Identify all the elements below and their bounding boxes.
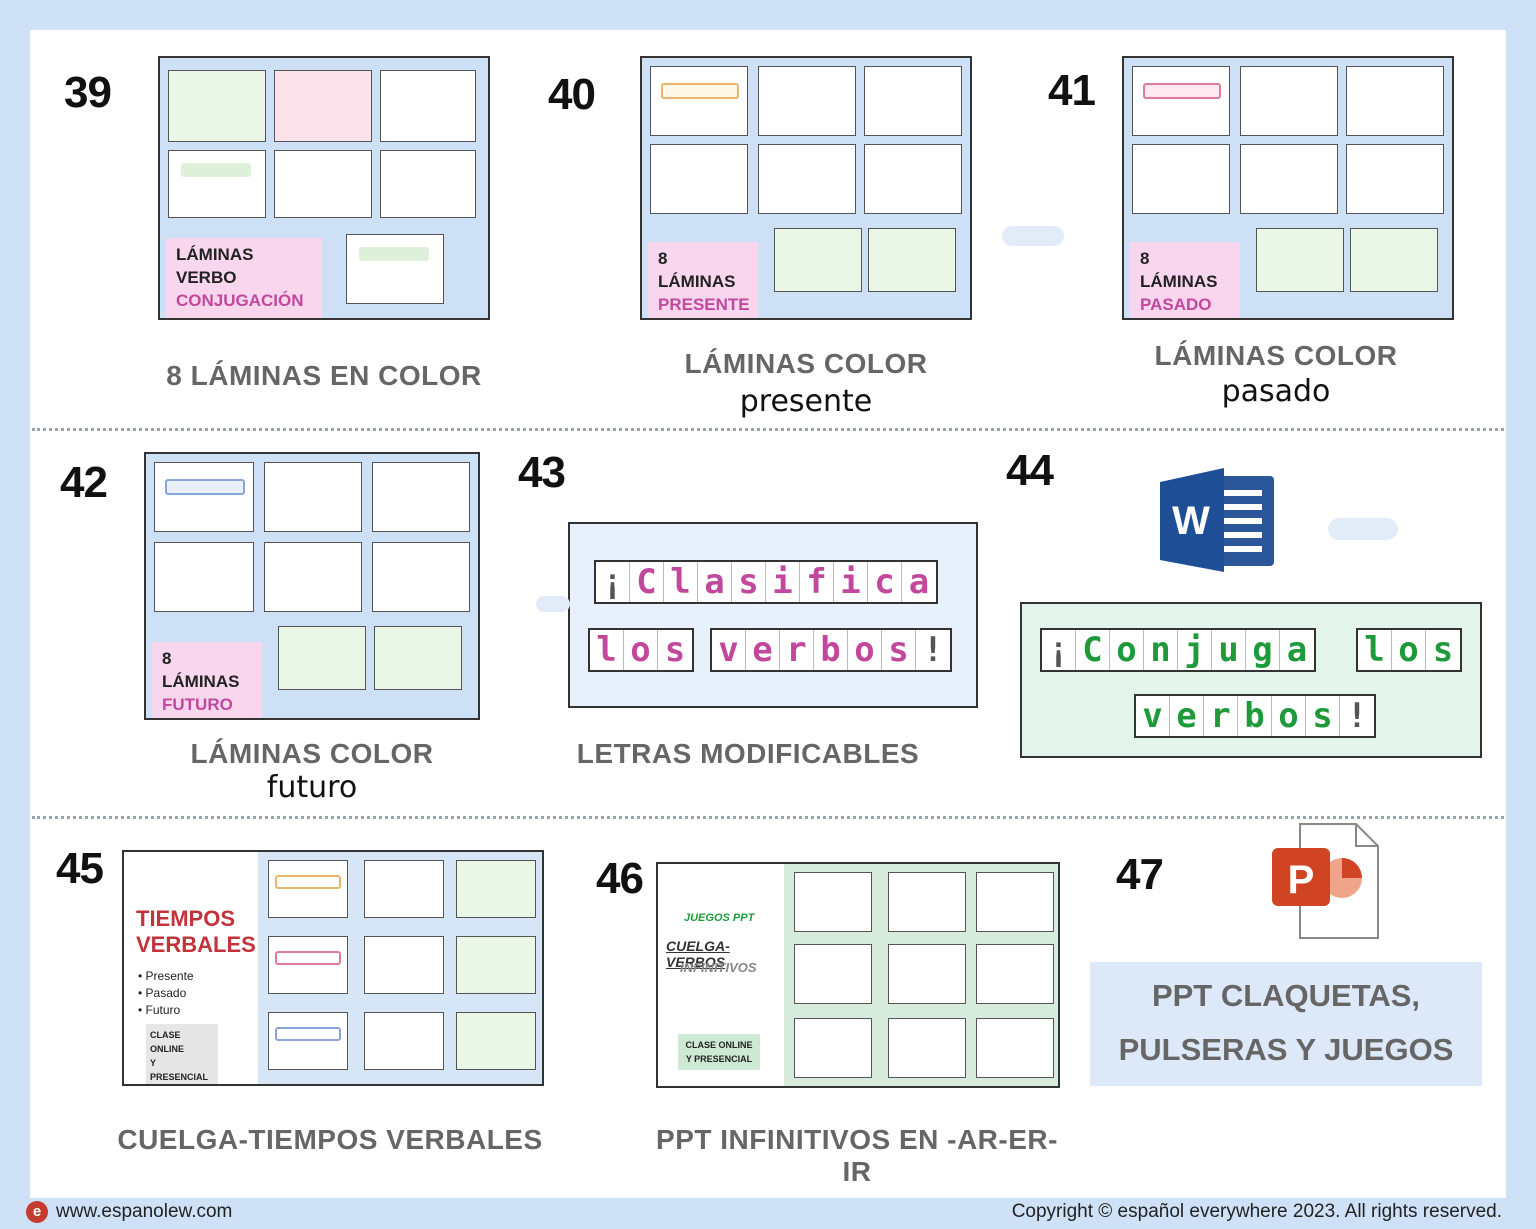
caption-subtitle: pasado bbox=[1221, 374, 1331, 409]
caption: LÁMINAS COLOR bbox=[190, 738, 434, 769]
letter-tile: o bbox=[1110, 630, 1144, 670]
letter-tile: s bbox=[1432, 630, 1454, 670]
letter-tile: v bbox=[1136, 696, 1170, 736]
cloud-decoration bbox=[536, 596, 570, 612]
row-separator bbox=[32, 428, 1504, 431]
item-number: 42 bbox=[60, 458, 108, 507]
caption: PPT INFINITIVOS EN -AR-ER-IR bbox=[656, 1124, 1058, 1187]
thumbnail-42: 8 LÁMINAS FUTURO bbox=[144, 452, 480, 720]
letter-tile: r bbox=[1204, 696, 1238, 736]
logo-icon: e bbox=[26, 1200, 48, 1223]
thumbnail-41: 8 LÁMINAS PASADO bbox=[1122, 56, 1454, 320]
letter-tile: o bbox=[1272, 696, 1306, 736]
letter-tile: s bbox=[664, 630, 686, 670]
cloud-decoration bbox=[1328, 518, 1398, 540]
letter-tile: o bbox=[848, 630, 882, 670]
letter-tile: C bbox=[1076, 630, 1110, 670]
letter-tile: a bbox=[698, 562, 732, 602]
footer-copyright: Copyright © español everywhere 2023. All… bbox=[1011, 1201, 1502, 1222]
letter-tile: c bbox=[868, 562, 902, 602]
letter-tile: a bbox=[1286, 630, 1308, 670]
row-separator bbox=[32, 816, 1504, 819]
bullet-list: • Presente • Pasado • Futuro bbox=[138, 969, 194, 1017]
thumbnail-45: TIEMPOS VERBALES • Presente • Pasado • F… bbox=[122, 850, 544, 1086]
word-icon: W bbox=[1160, 468, 1274, 572]
letter-tile: a bbox=[908, 562, 930, 602]
item-number: 44 bbox=[1006, 446, 1054, 495]
letter-tile: n bbox=[1144, 630, 1178, 670]
letter-tile: l bbox=[590, 630, 624, 670]
caption: LÁMINAS COLOR bbox=[684, 348, 928, 379]
thumbnail-46: JUEGOS PPT CUELGA-VERBOS INFINITIVOS CLA… bbox=[656, 862, 1060, 1088]
letter-tile: l bbox=[664, 562, 698, 602]
caption: CUELGA-TIEMPOS VERBALES bbox=[117, 1124, 543, 1155]
item-number: 47 bbox=[1116, 850, 1164, 899]
letter-tile: C bbox=[630, 562, 664, 602]
badge: 8 LÁMINAS PRESENTE bbox=[648, 242, 758, 318]
letter-tile: g bbox=[1246, 630, 1280, 670]
letter-tile: s bbox=[882, 630, 916, 670]
caption: LETRAS MODIFICABLES bbox=[576, 738, 920, 769]
letter-tile: i bbox=[834, 562, 868, 602]
caption: LÁMINAS COLOR bbox=[1154, 340, 1398, 371]
caption-box-47: PPT CLAQUETAS, PULSERAS Y JUEGOS bbox=[1090, 962, 1482, 1086]
letter-tile: j bbox=[1178, 630, 1212, 670]
letter-tile: s bbox=[1306, 696, 1340, 736]
svg-text:P: P bbox=[1288, 858, 1315, 902]
item-number: 43 bbox=[518, 448, 566, 497]
letter-tile: o bbox=[1392, 630, 1426, 670]
letter-tile: ! bbox=[1346, 696, 1368, 736]
letter-tile: o bbox=[624, 630, 658, 670]
item-number: 46 bbox=[596, 854, 644, 903]
letter-tile: l bbox=[1358, 630, 1392, 670]
letter-tile: ¡ bbox=[1042, 630, 1076, 670]
letter-tile: u bbox=[1212, 630, 1246, 670]
letter-tile: e bbox=[746, 630, 780, 670]
badge: LÁMINAS VERBO CONJUGACIÓN bbox=[166, 238, 322, 318]
cloud-decoration bbox=[1002, 226, 1064, 246]
badge: 8 LÁMINAS FUTURO bbox=[152, 642, 262, 718]
item-number: 41 bbox=[1048, 66, 1096, 115]
letter-tile: v bbox=[712, 630, 746, 670]
caption-subtitle: futuro bbox=[266, 770, 358, 805]
item-number: 39 bbox=[64, 68, 112, 117]
letter-tile: ¡ bbox=[596, 562, 630, 602]
letter-tile: f bbox=[800, 562, 834, 602]
thumbnail-40: 8 LÁMINAS PRESENTE bbox=[640, 56, 972, 320]
powerpoint-icon: P bbox=[1272, 823, 1379, 939]
caption: 8 LÁMINAS EN COLOR bbox=[166, 360, 482, 391]
letter-tile: ! bbox=[922, 630, 944, 670]
letter-tile: b bbox=[814, 630, 848, 670]
item-number: 40 bbox=[548, 70, 596, 119]
letter-tile: r bbox=[780, 630, 814, 670]
letter-tile: e bbox=[1170, 696, 1204, 736]
letter-tile: b bbox=[1238, 696, 1272, 736]
item-number: 45 bbox=[56, 844, 104, 893]
svg-text:W: W bbox=[1172, 499, 1210, 543]
catalog-page: 39 LÁMINAS VERBO CONJUGACIÓN 8 LÁMINAS E… bbox=[30, 30, 1506, 1198]
letter-tile: s bbox=[732, 562, 766, 602]
thumbnail-39: LÁMINAS VERBO CONJUGACIÓN bbox=[158, 56, 490, 320]
caption-subtitle: presente bbox=[739, 384, 873, 419]
badge: 8 LÁMINAS PASADO bbox=[1130, 242, 1240, 318]
letter-tile: i bbox=[766, 562, 800, 602]
